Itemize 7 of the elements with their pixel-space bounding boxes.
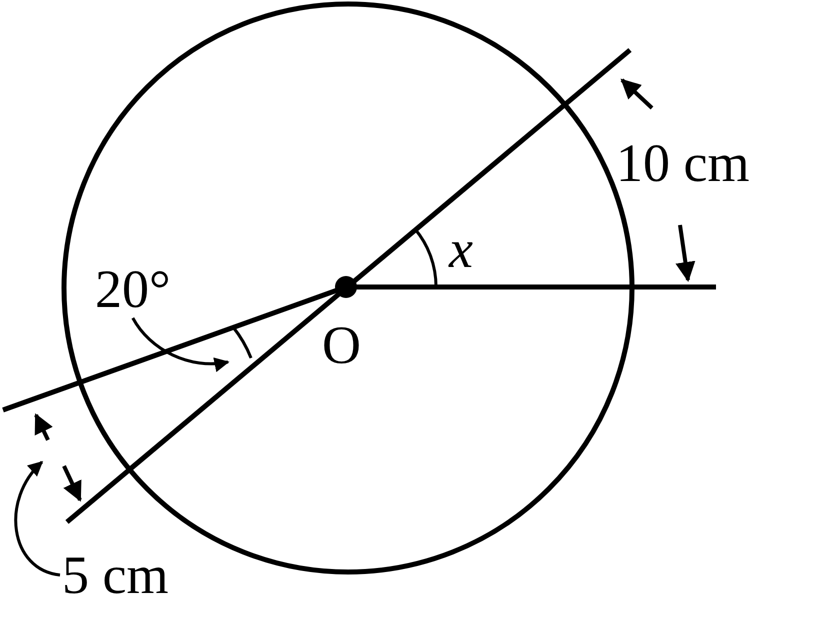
measure-label: 5 cm xyxy=(62,548,168,602)
measure-label: 20° xyxy=(95,262,171,316)
leader-line xyxy=(132,317,230,372)
leader-line xyxy=(14,460,60,576)
angle-label: x xyxy=(449,222,473,276)
dimension-label: 10 cm xyxy=(616,136,750,190)
point-label: O xyxy=(322,318,361,372)
